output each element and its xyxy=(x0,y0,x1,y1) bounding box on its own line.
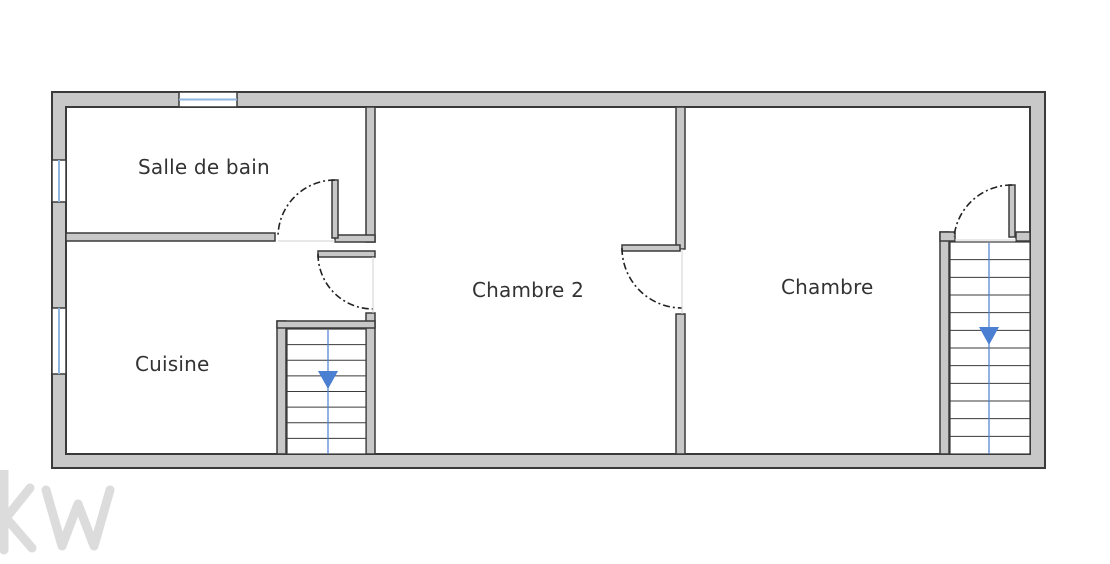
door-swing-kitchen xyxy=(317,253,374,310)
wall-bath-right xyxy=(365,106,376,243)
staircase-right xyxy=(949,241,1031,455)
room-label-salle-de-bain: Salle de bain xyxy=(138,155,270,179)
window-left-bathroom xyxy=(51,159,67,203)
wall-stair-right-top xyxy=(939,231,956,242)
wall-stair-right xyxy=(939,231,950,455)
wall-stair-right-top2 xyxy=(1015,231,1031,242)
stair-down-arrow-icon xyxy=(318,371,338,389)
door-swings xyxy=(277,179,1013,310)
room-label-chambre: Chambre xyxy=(781,275,874,299)
wall-bath-kitchen xyxy=(65,232,276,242)
wall-bath-stub xyxy=(334,234,376,243)
door-leaf-bathroom xyxy=(331,179,339,239)
door-leaf-chambre xyxy=(1008,184,1016,238)
door-swing-chambre xyxy=(953,184,1013,238)
wall-chambres-lower xyxy=(675,313,686,455)
kw-watermark-logo xyxy=(0,470,115,555)
room-label-cuisine: Cuisine xyxy=(135,352,210,376)
wall-stair-left-top xyxy=(276,320,376,329)
stair-arrows xyxy=(318,243,999,454)
door-leaf-chambre2 xyxy=(621,244,681,252)
room-label-chambre-2: Chambre 2 xyxy=(472,278,585,302)
door-leaf-kitchen xyxy=(317,250,376,258)
door-swing-chambre2 xyxy=(621,247,683,309)
door-opening-lines xyxy=(278,239,1016,314)
window-left-kitchen xyxy=(51,307,67,375)
stair-down-arrow-icon xyxy=(979,327,999,345)
staircase-left xyxy=(286,328,367,455)
door-swing-bathroom xyxy=(277,179,336,238)
wall-chambres-upper xyxy=(675,106,686,250)
wall-chambre2-left-lower xyxy=(365,312,376,455)
wall-stair-left xyxy=(276,320,287,455)
window-top xyxy=(178,91,238,108)
